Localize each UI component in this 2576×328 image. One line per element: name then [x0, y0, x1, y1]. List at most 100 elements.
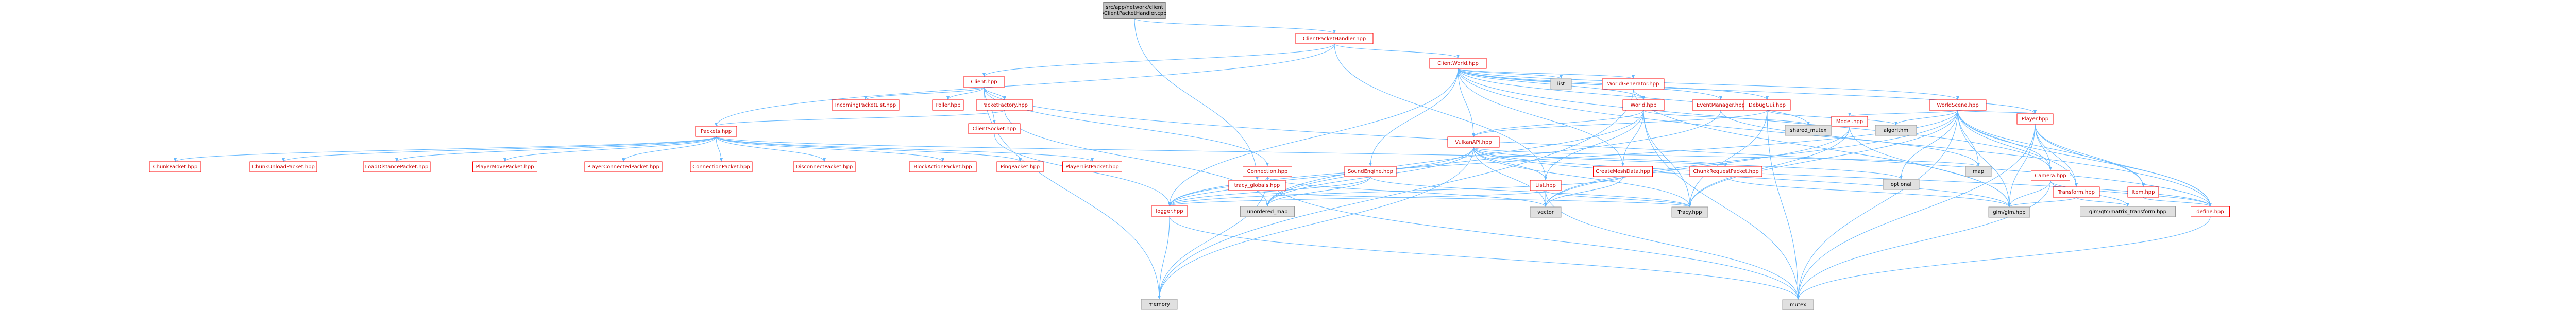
- node-LoadDistancePacket[interactable]: LoadDistancePacket.hpp: [363, 161, 431, 172]
- edge-WorldScene-to-optional: [1900, 110, 1958, 180]
- node-ClientSocket[interactable]: ClientSocket.hpp: [968, 123, 1021, 134]
- node-ChunkPacket[interactable]: ChunkPacket.hpp: [149, 161, 201, 172]
- node-label-mutex: mutex: [1790, 302, 1806, 308]
- edge-WorldGenerator-to-memory: [1158, 89, 1634, 300]
- node-ClientWorld[interactable]: ClientWorld.hpp: [1429, 58, 1487, 69]
- node-box-glm: [1988, 206, 2030, 218]
- node-IncomingPacketList[interactable]: IncomingPacketList.hpp: [832, 99, 900, 111]
- node-box-define: [2191, 206, 2230, 217]
- node-Player[interactable]: Player.hpp: [2016, 113, 2054, 125]
- edge-ClientWorld-to-VulkanAPI: [1458, 68, 1475, 137]
- node-box-IncomingPacketList: [832, 99, 900, 111]
- node-Camera[interactable]: Camera.hpp: [2031, 170, 2070, 181]
- node-box-ChunkRequestPacket: [1689, 166, 1762, 177]
- node-box-DisconnectPacket: [793, 161, 856, 172]
- edge-VulkanAPI-to-ListHpp: [1473, 147, 1547, 181]
- node-label-root: /ClientPacketHandler.cpp: [1103, 11, 1167, 16]
- node-PlayerListPacket[interactable]: PlayerListPacket.hpp: [1062, 161, 1122, 172]
- edge-WorldScene-to-vector: [1544, 110, 1958, 208]
- node-SoundEngine[interactable]: SoundEngine.hpp: [1344, 166, 1397, 177]
- edge-Client-to-Poller: [946, 87, 985, 100]
- node-box-Packets: [695, 126, 737, 137]
- node-box-Client: [963, 76, 1005, 88]
- node-label-ClientWorld: ClientWorld.hpp: [1437, 61, 1479, 66]
- node-box-optional: [1883, 179, 1920, 190]
- node-PlayerMovePacket[interactable]: PlayerMovePacket.hpp: [472, 161, 537, 172]
- node-World[interactable]: World.hpp: [1622, 99, 1665, 111]
- node-box-PlayerConnectedPacket: [584, 161, 663, 172]
- node-label-IncomingPacketList: IncomingPacketList.hpp: [835, 102, 896, 108]
- node-label-Transform: Transform.hpp: [2057, 189, 2095, 195]
- edge-Client-to-Connection: [984, 87, 1269, 167]
- node-DisconnectPacket[interactable]: DisconnectPacket.hpp: [793, 161, 856, 172]
- node-tracy_globals[interactable]: tracy_globals.hpp: [1228, 180, 1286, 191]
- edge-tracy_globals-to-Tracy: [1257, 190, 1691, 208]
- node-WorldGenerator[interactable]: WorldGenerator.hpp: [1602, 78, 1665, 90]
- node-box-WorldGenerator: [1602, 78, 1665, 90]
- node-label-Model: Model.hpp: [1836, 119, 1863, 125]
- node-Client[interactable]: Client.hpp: [963, 76, 1005, 88]
- node-label-Tracy: Tracy.hpp: [1677, 210, 1702, 215]
- node-box-World: [1622, 99, 1665, 111]
- node-VulkanAPI[interactable]: VulkanAPI.hpp: [1447, 136, 1500, 148]
- node-box-unordered_map: [1240, 206, 1295, 217]
- node-label-PingPacket: PingPacket.hpp: [1001, 164, 1040, 170]
- node-EventManager[interactable]: EventManager.hpp: [1692, 99, 1750, 111]
- node-unordered_map: unordered_map: [1240, 206, 1295, 217]
- edge-ClientWorld-to-SoundEngine: [1369, 68, 1459, 167]
- node-BlockActionPacket[interactable]: BlockActionPacket.hpp: [909, 161, 977, 172]
- node-Transform[interactable]: Transform.hpp: [2053, 186, 2100, 198]
- node-label-CreateMeshData: CreateMeshData.hpp: [1596, 169, 1650, 175]
- node-label-Client: Client.hpp: [971, 79, 997, 85]
- node-Item[interactable]: Item.hpp: [2127, 186, 2159, 198]
- node-Poller[interactable]: Poller.hpp: [932, 99, 964, 111]
- node-box-memory: [1141, 299, 1178, 310]
- node-Packets[interactable]: Packets.hpp: [695, 126, 737, 137]
- node-label-World: World.hpp: [1631, 102, 1657, 108]
- node-label-algorithm: algorithm: [1884, 128, 1908, 133]
- edge-ClientWorld-to-shared_mutex: [1458, 68, 1810, 126]
- node-ClientPacketHandler[interactable]: ClientPacketHandler.hpp: [1295, 33, 1374, 44]
- node-label-ListHpp: List.hpp: [1535, 183, 1556, 188]
- node-label-shared_mutex: shared_mutex: [1790, 128, 1827, 133]
- node-box-PingPacket: [996, 161, 1044, 172]
- edge-DebugGui-to-VulkanAPI: [1472, 110, 1768, 137]
- node-label-memory: memory: [1148, 302, 1170, 307]
- node-logger[interactable]: logger.hpp: [1151, 205, 1188, 217]
- node-ChunkRequestPacket[interactable]: ChunkRequestPacket.hpp: [1689, 166, 1762, 177]
- edge-WorldScene-to-Player: [1957, 110, 2037, 114]
- node-label-Packets: Packets.hpp: [701, 129, 732, 134]
- edge-SoundEngine-to-Tracy: [1370, 176, 1691, 208]
- node-Model[interactable]: Model.hpp: [1831, 116, 1868, 127]
- edge-Packets-to-ChunkUnloadPacket: [282, 136, 717, 162]
- node-PlayerConnectedPacket[interactable]: PlayerConnectedPacket.hpp: [584, 161, 663, 172]
- node-optional: optional: [1883, 179, 1920, 190]
- node-shared_mutex: shared_mutex: [1785, 125, 1832, 136]
- edge-Model-to-Tracy: [1688, 126, 1850, 208]
- node-root[interactable]: src/app/network/client/ClientPacketHandl…: [1103, 2, 1167, 19]
- node-WorldScene[interactable]: WorldScene.hpp: [1929, 99, 1987, 111]
- node-box-shared_mutex: [1785, 125, 1832, 136]
- node-label-EventManager: EventManager.hpp: [1697, 102, 1745, 108]
- edge-ClientWorld-to-Camera: [1458, 68, 2052, 171]
- node-memory: memory: [1141, 299, 1178, 310]
- node-label-tracy_globals: tracy_globals.hpp: [1234, 183, 1280, 188]
- node-define[interactable]: define.hpp: [2191, 206, 2230, 217]
- node-label-Item: Item.hpp: [2132, 189, 2155, 195]
- node-ConnectionPacket[interactable]: ConnectionPacket.hpp: [690, 161, 753, 172]
- node-PacketFactory[interactable]: PacketFactory.hpp: [976, 99, 1033, 111]
- node-Connection[interactable]: Connection.hpp: [1243, 166, 1292, 177]
- node-DebugGui[interactable]: DebugGui.hpp: [1743, 99, 1791, 111]
- edge-Client-to-IncomingPacketList: [864, 87, 985, 100]
- edge-VulkanAPI-to-logger: [1168, 147, 1474, 206]
- edge-SoundEngine-to-unordered_map: [1266, 176, 1371, 207]
- edge-ListHpp-to-logger: [1168, 190, 1546, 206]
- edge-World-to-VulkanAPI: [1472, 110, 1644, 137]
- edge-Packets-to-ConnectionPacket: [716, 136, 723, 162]
- edge-Packets-to-ChunkPacket: [174, 136, 717, 162]
- node-PingPacket[interactable]: PingPacket.hpp: [996, 161, 1044, 172]
- node-CreateMeshData[interactable]: CreateMeshData.hpp: [1593, 166, 1653, 177]
- node-label-ChunkUnloadPacket: ChunkUnloadPacket.hpp: [252, 164, 315, 170]
- node-ListHpp[interactable]: List.hpp: [1530, 180, 1562, 191]
- node-ChunkUnloadPacket[interactable]: ChunkUnloadPacket.hpp: [249, 161, 317, 172]
